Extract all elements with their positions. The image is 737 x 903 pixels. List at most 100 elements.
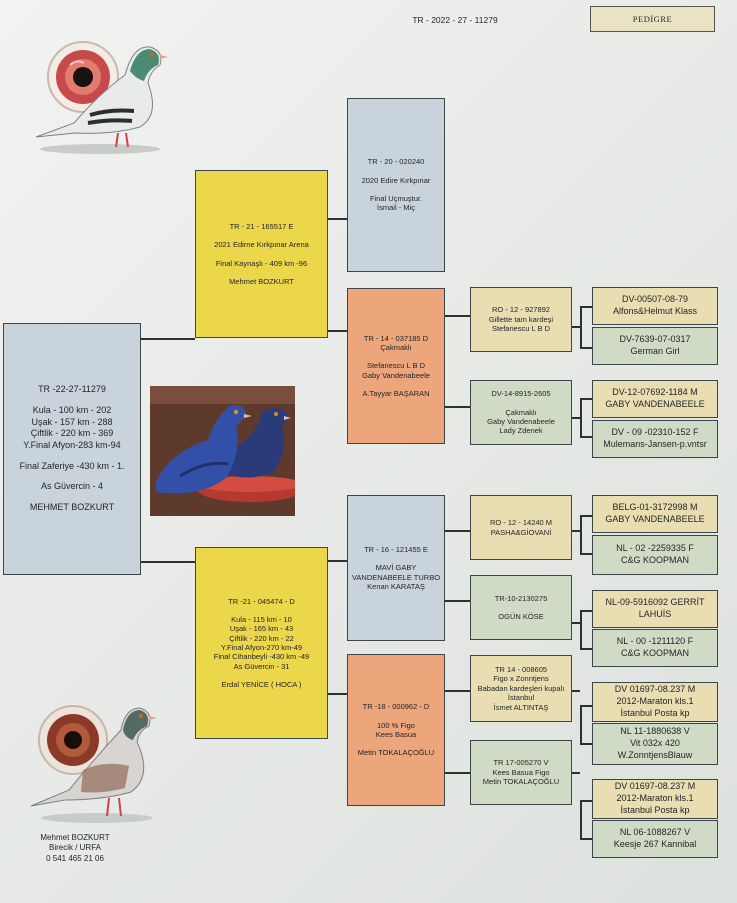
box-line: Çiftlik - 220 km - 22 bbox=[229, 633, 294, 643]
connector bbox=[580, 705, 592, 707]
box-line: Final Cihanbeyli -430 km -49 bbox=[213, 652, 310, 662]
connector bbox=[444, 772, 470, 774]
box-line: 2012-Maraton kls.1 bbox=[616, 793, 694, 804]
box-line: GABY VANDENABEELE bbox=[605, 399, 705, 409]
box-line: TR - 16 - 121455 E bbox=[364, 544, 428, 554]
connector bbox=[580, 743, 592, 745]
box-line: TR -21 - 045474 - D bbox=[228, 596, 295, 606]
eye-pigeon-logo-top bbox=[35, 41, 168, 154]
box-line: Final Uçmuştur. bbox=[369, 194, 423, 203]
box-line: Metin TOKALAÇOĞLU bbox=[482, 777, 560, 787]
box-line: TR 14 - 008605 bbox=[494, 665, 548, 675]
box-line: A.Tayyar BAŞARAN bbox=[362, 389, 430, 399]
box-line: Y.Final Afyon-283 km-94 bbox=[23, 440, 121, 450]
eye-pigeon-logo-bottom bbox=[30, 705, 157, 823]
connector bbox=[580, 347, 592, 349]
box-line: 2021 Edirne Kırkpınar Arena bbox=[214, 240, 309, 250]
connector bbox=[327, 693, 347, 695]
box-line: W.ZonntjensBlauw bbox=[617, 749, 693, 760]
connector bbox=[572, 622, 580, 624]
box-line: Kula - 100 km - 202 bbox=[32, 404, 112, 415]
owner-name: Mehmet BOZKURT bbox=[40, 833, 110, 842]
box-line: MEHMET BOZKURT bbox=[29, 502, 115, 513]
box-line: DV-12-07692-1184 M bbox=[612, 387, 698, 398]
box-line: As Güvercin - 4 bbox=[40, 481, 104, 492]
connector bbox=[572, 326, 580, 328]
connector bbox=[327, 560, 347, 562]
box-line: DV - 09 -02310-152 F bbox=[611, 427, 699, 438]
box-line: 2012-Maraton kls.1 bbox=[616, 696, 694, 707]
connector bbox=[572, 417, 580, 419]
pedigree-serial: TR - 2022 - 27 - 11279 bbox=[412, 15, 498, 25]
owner-phone: 0 541 465 21 06 bbox=[46, 853, 104, 863]
box-line: Kees Basua bbox=[375, 730, 417, 739]
connector bbox=[580, 800, 582, 838]
connector bbox=[444, 406, 470, 408]
box-line: Keesje 267 Kannibal bbox=[613, 839, 697, 849]
box-line: VANDENABEELE TURBO bbox=[351, 572, 441, 582]
connector bbox=[444, 530, 470, 532]
connector bbox=[580, 610, 592, 612]
connector bbox=[580, 515, 592, 517]
box-line: GABY VANDENABEELE bbox=[605, 514, 705, 524]
box-line: Erdal YENİCE ( HOCA ) bbox=[221, 680, 302, 690]
box-line: DV-7639-07-0317 bbox=[619, 334, 691, 345]
connector bbox=[444, 690, 470, 692]
box-line: Vit 032x 420 bbox=[630, 738, 680, 749]
box-line: Kees Basua Figo bbox=[492, 767, 550, 777]
connector bbox=[580, 515, 582, 553]
box-line: İsmet ALTINTAŞ bbox=[493, 702, 549, 712]
box-line: RO - 12 - 927892 bbox=[492, 305, 550, 315]
connector bbox=[580, 838, 592, 840]
box-line: As Güvercin - 31 bbox=[233, 661, 290, 671]
box-line: Stefanescu L B D bbox=[366, 361, 426, 371]
connector bbox=[444, 315, 470, 317]
connector bbox=[140, 561, 195, 563]
box-line: NL - 02 -2259335 F bbox=[616, 543, 694, 554]
box-line: TR-10-2130275 bbox=[494, 593, 548, 603]
box-line: TR - 14 - 037185 D bbox=[363, 333, 429, 343]
box-line: TR - 20 - 020240 bbox=[367, 157, 425, 167]
box-line: Y.Final Afyon-270 km-49 bbox=[220, 643, 303, 652]
connector bbox=[572, 530, 580, 532]
box-line: 100 % Figo bbox=[377, 720, 415, 730]
connector bbox=[572, 772, 580, 774]
box-line: 2020 Edire Kırkpınar bbox=[361, 175, 431, 185]
box-line: BELG-01-3172998 M bbox=[612, 502, 698, 513]
box-line: Kula - 115 km - 10 bbox=[231, 614, 292, 624]
connector bbox=[580, 800, 592, 802]
box-line: NL 11-1880638 V bbox=[620, 726, 690, 737]
box-line: Lady Zdenek bbox=[499, 426, 543, 436]
connector bbox=[580, 306, 582, 348]
owner-location: Birecik / URFA bbox=[48, 843, 101, 853]
box-line: TR -18 - 000962 - D bbox=[362, 702, 430, 712]
box-line: DV 01697-08.237 M bbox=[614, 781, 696, 792]
connector bbox=[580, 705, 582, 743]
connector bbox=[140, 338, 195, 340]
box-line: İstanbul bbox=[507, 693, 535, 703]
box-line: NL - 00 -1211120 F bbox=[616, 636, 694, 647]
box-line: Mulemans-Jansen-p.vntsr bbox=[603, 439, 707, 449]
box-line: C&G KOOPMAN bbox=[620, 648, 689, 658]
box-line: OGÜN KÖSE bbox=[498, 612, 544, 621]
box-line: TR 17-005270 V bbox=[493, 758, 549, 768]
box-line: İstanbul Posta kp bbox=[620, 804, 690, 815]
box-line: TR -22-27-11279 bbox=[38, 384, 106, 395]
box-line: Stefanescu L B D bbox=[491, 324, 551, 334]
connector bbox=[327, 330, 347, 332]
